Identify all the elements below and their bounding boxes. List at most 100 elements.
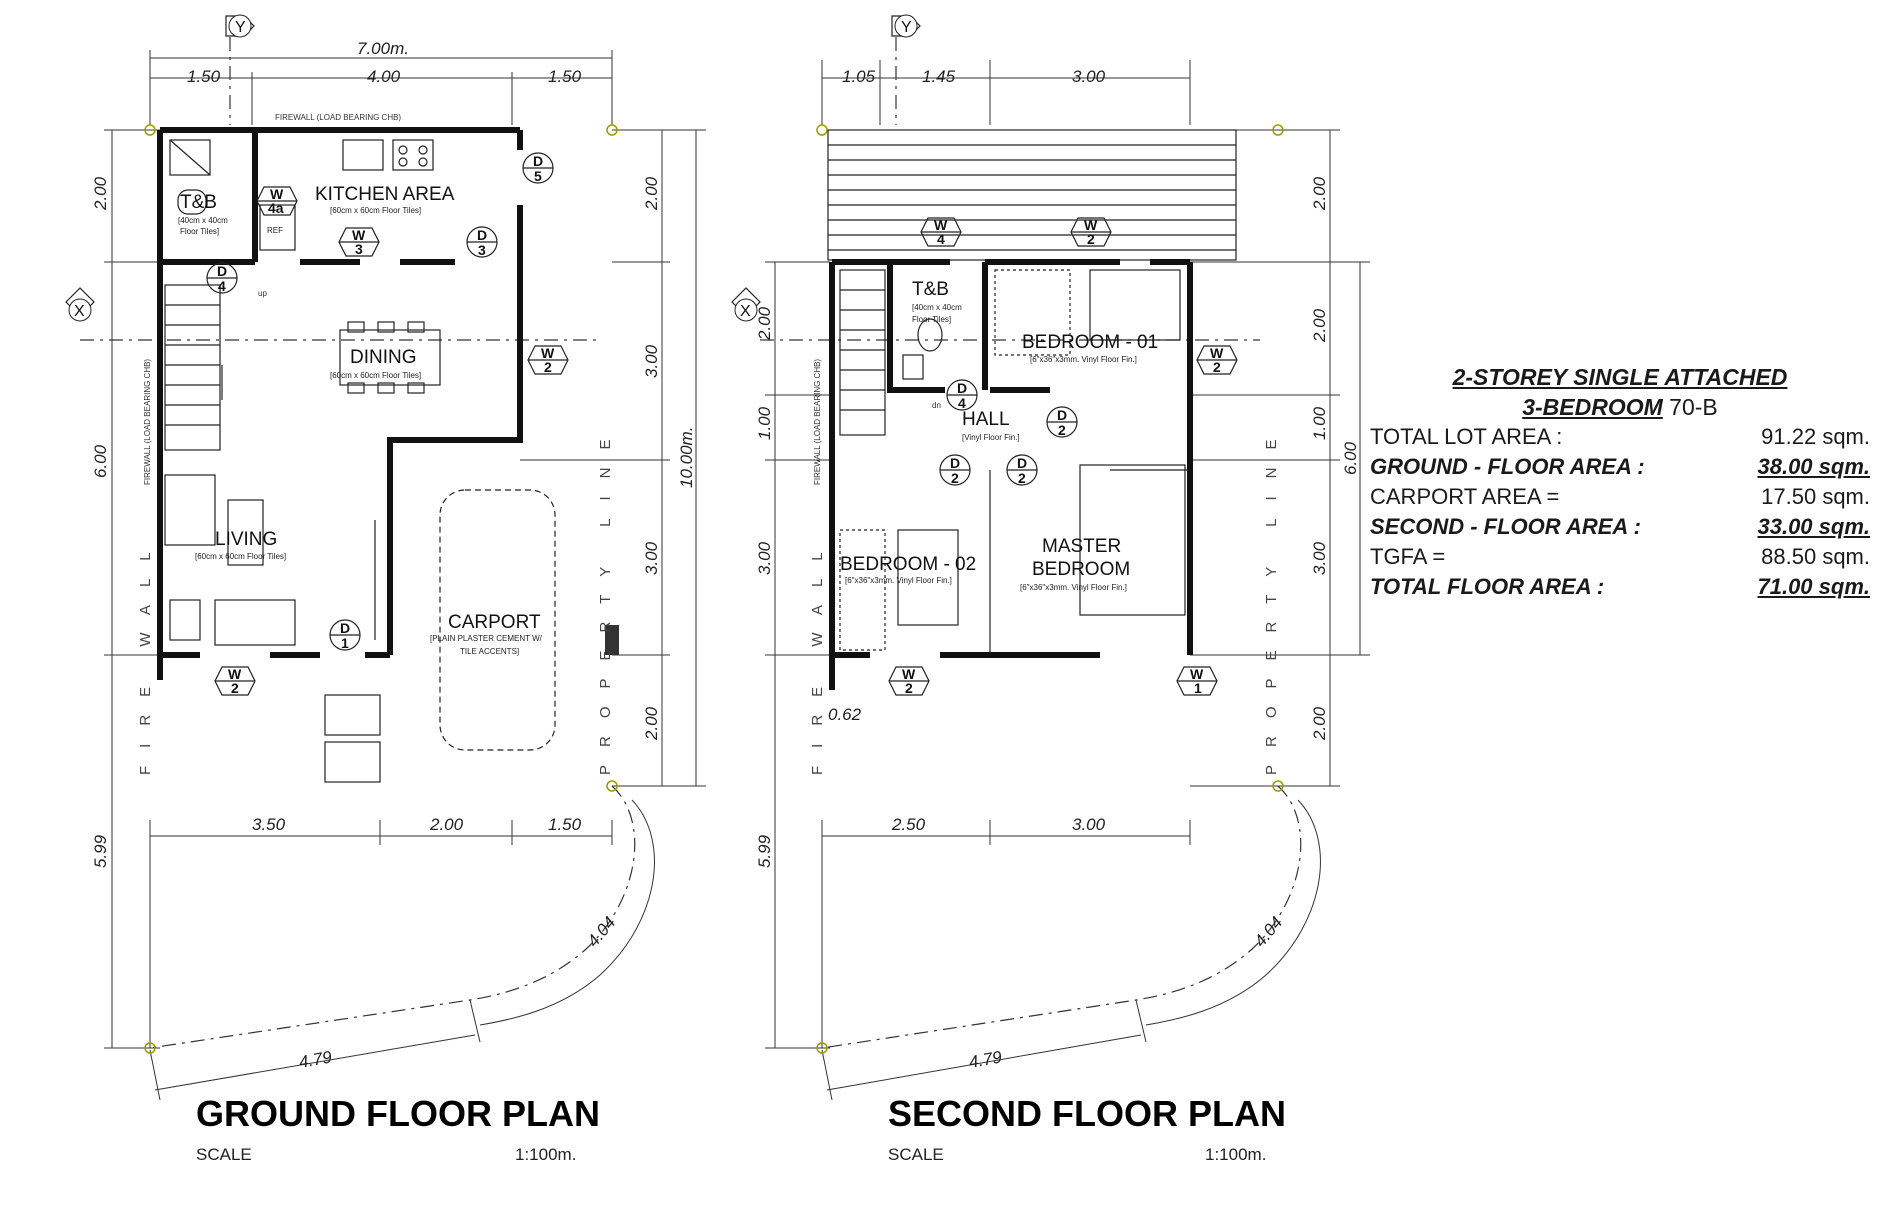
- axis-y-marker-2: Y: [891, 14, 921, 125]
- dim-bottom-a: 3.50: [252, 815, 286, 834]
- axis-y-marker: Y: [225, 14, 255, 125]
- summary-row: TOTAL LOT AREA :91.22 sqm.: [1370, 422, 1870, 452]
- svg-text:W: W: [1210, 345, 1224, 361]
- dim2-curve-base: 4.79: [967, 1047, 1003, 1072]
- tag-d5: D 5: [522, 152, 554, 184]
- summary-row-label: SECOND - FLOOR AREA :: [1370, 514, 1641, 539]
- dim2-right-d: 3.00: [1310, 541, 1329, 575]
- second-scale-value: 1:100m.: [1205, 1145, 1266, 1164]
- summary-row-label: TOTAL FLOOR AREA :: [1370, 574, 1605, 599]
- bedroom2-sub: [6"x36"x3mm. Vinyl Floor Fin.]: [845, 576, 952, 585]
- summary-row-value: 88.50 sqm.: [1761, 544, 1870, 569]
- tag2-w1: W 1: [1176, 666, 1218, 696]
- dim2-bottom-b: 3.00: [1072, 815, 1106, 834]
- tag2-d4: D 4: [946, 379, 978, 411]
- dim-right-overall: 10.00m.: [677, 427, 696, 488]
- second-scale-label: SCALE: [888, 1145, 944, 1164]
- dim2-left-d: 5.99: [755, 834, 774, 868]
- svg-text:D: D: [340, 620, 350, 636]
- summary-row: CARPORT AREA =17.50 sqm.: [1370, 482, 1870, 512]
- dining-label: DINING: [350, 347, 417, 368]
- second-right-dimensions: 2.00 2.00 1.00 3.00 2.00 6.00: [1190, 129, 1370, 787]
- svg-text:D: D: [957, 380, 967, 396]
- svg-text:D: D: [950, 455, 960, 471]
- property-line-label: PROPERTY LINE: [597, 422, 614, 776]
- dim-left-a: 2.00: [91, 176, 110, 211]
- summary-row: TOTAL FLOOR AREA :71.00 sqm.: [1370, 572, 1870, 602]
- svg-text:D: D: [533, 153, 543, 169]
- svg-text:2: 2: [1058, 422, 1066, 438]
- carport-label: CARPORT: [448, 612, 541, 633]
- kitchen-sub: [60cm x 60cm Floor Tiles]: [330, 206, 421, 215]
- kitchen-label: KITCHEN AREA: [315, 184, 455, 205]
- svg-text:4: 4: [958, 395, 966, 411]
- tag-w4a: W 4a: [256, 186, 298, 216]
- tag2-w2-right: W 2: [1196, 345, 1238, 375]
- svg-text:Y: Y: [235, 19, 246, 36]
- bedroom2-label: BEDROOM - 02: [840, 554, 976, 575]
- svg-text:W: W: [934, 217, 948, 233]
- svg-text:4: 4: [218, 278, 226, 294]
- tag2-d2-c: D 2: [1006, 454, 1038, 486]
- stair-dn-label: dn: [932, 401, 941, 410]
- dim-left-c: 5.99: [91, 834, 110, 868]
- dim-right-d: 2.00: [642, 706, 661, 741]
- second-lot-curve: 4.79 4.04: [821, 785, 1321, 1101]
- tag-w3: W 3: [338, 227, 380, 257]
- bedroom1-sub: [6"x36"x3mm. Vinyl Floor Fin.]: [1030, 355, 1137, 364]
- tag2-w4: W 4: [920, 217, 962, 247]
- svg-text:D: D: [1017, 455, 1027, 471]
- svg-text:2: 2: [231, 680, 239, 696]
- svg-text:2: 2: [544, 359, 552, 375]
- tag-d3: D 3: [466, 226, 498, 258]
- summary-row-value: 91.22 sqm.: [1761, 424, 1870, 449]
- svg-text:2: 2: [905, 680, 913, 696]
- summary-row-label: GROUND - FLOOR AREA :: [1370, 454, 1645, 479]
- svg-text:1: 1: [341, 635, 349, 651]
- tag2-w2-bottom: W 2: [888, 666, 930, 696]
- summary-row-value: 38.00 sqm.: [1757, 454, 1870, 479]
- dim2-bottom-small: 0.62: [828, 705, 862, 724]
- svg-text:W: W: [270, 186, 284, 202]
- svg-text:W: W: [541, 345, 555, 361]
- area-summary: 2-STOREY SINGLE ATTACHED 3-BEDROOM 70-B …: [1370, 362, 1870, 602]
- dim-bottom-c: 1.50: [548, 815, 582, 834]
- ground-right-dimensions: 2.00 3.00 3.00 2.00 10.00m.: [520, 129, 706, 787]
- summary-row-label: CARPORT AREA =: [1370, 484, 1560, 509]
- dim-right-b: 3.00: [642, 344, 661, 378]
- dining-sub: [60cm x 60cm Floor Tiles]: [330, 371, 421, 380]
- stair-up-label: up: [258, 289, 267, 298]
- axis-x-marker: X: [65, 287, 600, 341]
- tb-sub2: Floor Tiles]: [180, 227, 219, 236]
- svg-text:W: W: [902, 666, 916, 682]
- firewall-side-label-2: FIREWALL (LOAD BEARING CHB): [813, 359, 822, 485]
- dim-overall-width: 7.00m.: [357, 39, 409, 58]
- ground-left-dimensions: 2.00 6.00 5.99: [91, 129, 160, 1049]
- tag-d4: D 4: [206, 262, 238, 294]
- dim2-right-e: 2.00: [1310, 706, 1329, 741]
- second-floor-plan: Y X 1.05 1.45 3.00: [731, 14, 1370, 1164]
- svg-text:Y: Y: [901, 19, 912, 36]
- summary-row-value: 33.00 sqm.: [1757, 514, 1870, 539]
- ground-bottom-dimensions: 3.50 2.00 1.50: [149, 815, 613, 1048]
- tag2-d2-a: D 2: [1046, 406, 1078, 438]
- dim-right-a: 2.00: [642, 176, 661, 211]
- ground-walls: [157, 127, 523, 680]
- dim2-right-overall: 6.00: [1341, 441, 1360, 475]
- roof-deck: [827, 129, 1237, 261]
- ground-scale-label: SCALE: [196, 1145, 252, 1164]
- dim2-left-a: 2.00: [755, 306, 774, 341]
- summary-subtitle: 3-BEDROOM 70-B: [1370, 392, 1870, 422]
- svg-text:W: W: [228, 666, 242, 682]
- second-bottom-dimensions: 2.50 3.00 0.62: [821, 705, 1191, 1048]
- second-top-dimensions: 1.05 1.45 3.00: [821, 60, 1191, 125]
- dim2-right-b: 2.00: [1310, 308, 1329, 343]
- tb2-label: T&B: [912, 279, 949, 300]
- summary-model: 70-B: [1662, 394, 1718, 420]
- summary-title: 2-STOREY SINGLE ATTACHED: [1452, 364, 1788, 390]
- svg-text:4a: 4a: [268, 200, 284, 216]
- property-line-label-2: PROPERTY LINE: [1263, 422, 1280, 776]
- ground-floor-plan: Y X 7.00m. 1.50 4.00 1.50 FIREWALL (LOAD…: [65, 14, 706, 1164]
- tag2-w2-top: W 2: [1070, 217, 1112, 247]
